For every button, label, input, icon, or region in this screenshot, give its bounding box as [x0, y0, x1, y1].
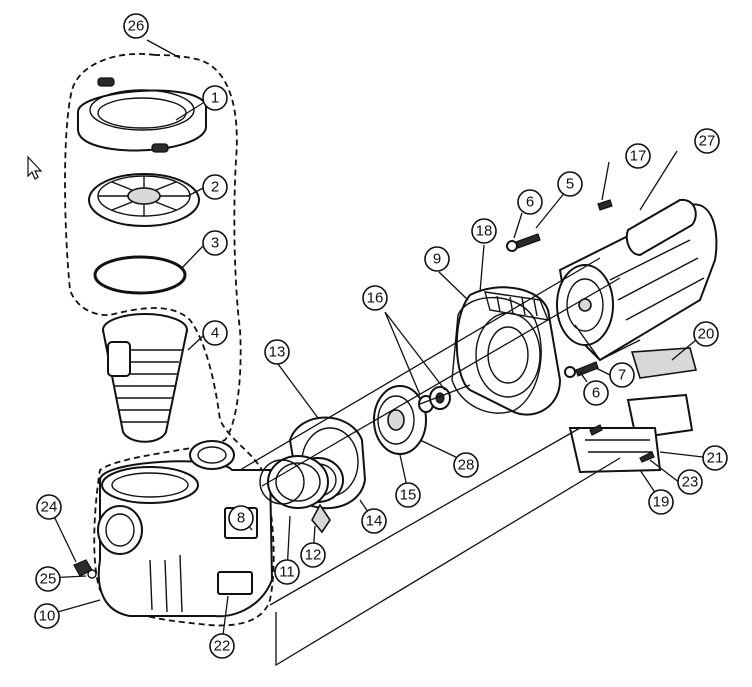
lock-ring — [77, 77, 207, 153]
strainer-cover — [88, 173, 200, 227]
callout-10: 10 — [34, 603, 60, 629]
svg-text:16: 16 — [367, 290, 384, 307]
svg-text:1: 1 — [211, 90, 219, 107]
svg-text:9: 9 — [433, 251, 441, 268]
callout-14: 14 — [361, 508, 387, 534]
svg-text:14: 14 — [366, 513, 383, 530]
svg-text:24: 24 — [41, 499, 58, 516]
callout-25: 25 — [35, 566, 61, 592]
callout-12: 12 — [300, 542, 326, 568]
callout-6-top: 6 — [517, 189, 543, 215]
svg-text:12: 12 — [305, 547, 322, 564]
drain-plug — [73, 559, 93, 577]
assembly-lines — [239, 257, 621, 667]
svg-text:5: 5 — [566, 176, 574, 193]
callout-7: 7 — [609, 362, 635, 388]
callout-28: 28 — [453, 452, 479, 478]
svg-text:28: 28 — [458, 457, 475, 474]
svg-text:7: 7 — [618, 367, 626, 384]
callout-6-bottom: 6 — [583, 380, 609, 406]
svg-text:13: 13 — [269, 344, 286, 361]
callout-24: 24 — [36, 494, 62, 520]
callout-23: 23 — [677, 469, 703, 495]
callout-27: 27 — [694, 128, 720, 154]
strainer-basket — [102, 313, 188, 443]
svg-text:23: 23 — [682, 474, 699, 491]
callout-5: 5 — [557, 171, 583, 197]
motor-adapter — [455, 286, 562, 416]
callout-9: 9 — [424, 246, 450, 272]
callout-21: 21 — [702, 445, 728, 471]
svg-text:26: 26 — [128, 18, 145, 35]
callout-20: 20 — [693, 321, 719, 347]
svg-text:15: 15 — [400, 487, 417, 504]
svg-text:25: 25 — [40, 571, 57, 588]
motor-support — [626, 347, 698, 440]
svg-text:2: 2 — [211, 179, 219, 196]
fasteners — [506, 199, 613, 378]
svg-text:22: 22 — [214, 638, 231, 655]
svg-text:19: 19 — [653, 494, 670, 511]
cover-o-ring — [93, 255, 187, 295]
callout-22: 22 — [209, 633, 235, 659]
strainer-kit-outline — [64, 53, 275, 627]
impeller — [373, 385, 427, 455]
pump-housing — [97, 440, 274, 618]
callout-3: 3 — [202, 230, 228, 256]
callout-1: 1 — [202, 85, 228, 111]
callout-11: 11 — [274, 559, 300, 585]
svg-text:18: 18 — [476, 223, 493, 240]
shaft-seal — [418, 386, 451, 413]
callout-17: 17 — [625, 143, 651, 169]
svg-text:20: 20 — [698, 326, 715, 343]
base-bracket — [568, 427, 662, 474]
callout-26: 26 — [123, 13, 149, 39]
svg-text:6: 6 — [526, 194, 534, 211]
mounting-screws — [589, 424, 655, 463]
callout-4: 4 — [202, 320, 228, 346]
callout-18: 18 — [471, 218, 497, 244]
svg-text:4: 4 — [211, 325, 219, 342]
drain-plug-o-ring — [87, 569, 97, 579]
callout-19: 19 — [648, 489, 674, 515]
svg-text:8: 8 — [237, 510, 245, 527]
svg-text:6: 6 — [592, 385, 600, 402]
callout-2: 2 — [202, 174, 228, 200]
svg-text:10: 10 — [39, 608, 56, 625]
diffuser-o-ring — [259, 455, 344, 509]
mouse-pointer-icon — [27, 155, 43, 180]
callout-16: 16 — [362, 285, 388, 311]
svg-text:11: 11 — [279, 564, 295, 581]
adapter-gasket — [451, 296, 542, 414]
svg-text:3: 3 — [211, 235, 219, 252]
callout-8: 8 — [228, 505, 254, 531]
svg-text:27: 27 — [699, 133, 716, 150]
callout-13: 13 — [264, 339, 290, 365]
callout-15: 15 — [395, 482, 421, 508]
motor — [556, 198, 718, 362]
svg-text:21: 21 — [707, 450, 724, 467]
svg-text:17: 17 — [630, 148, 647, 165]
